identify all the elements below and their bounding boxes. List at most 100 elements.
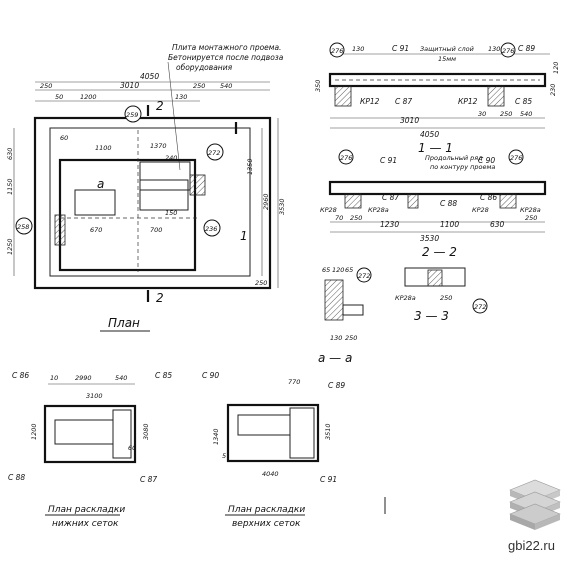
- ref-258: 258: [15, 217, 33, 235]
- svg-text:276: 276: [340, 154, 352, 162]
- svg-text:30: 30: [478, 110, 486, 118]
- dim-1350: 1350: [246, 158, 254, 175]
- svg-text:70: 70: [335, 214, 343, 222]
- plan-opening-top: [139, 161, 191, 191]
- svg-text:1100: 1100: [440, 220, 459, 229]
- section-2-2: 276 276 С 91 Продольный ряд по контуру п…: [320, 149, 547, 259]
- svg-text:КР28: КР28: [472, 206, 489, 214]
- dim-1370: 1370: [150, 142, 167, 150]
- note-line-3: оборудования: [176, 63, 233, 72]
- svg-text:60: 60: [128, 444, 136, 452]
- s22-rib: [407, 193, 419, 209]
- main-plan: 4050 250 3010 250 540 50 1200 130 1100 1…: [6, 72, 286, 332]
- svg-text:3510: 3510: [324, 423, 332, 440]
- plan-opening-mid: [139, 179, 189, 211]
- svg-text:по контуру проема: по контуру проема: [430, 163, 495, 171]
- s11-wall-right: [487, 85, 505, 107]
- plan-support-left: [54, 214, 66, 246]
- plan-support: [189, 174, 206, 196]
- site-logo[interactable]: gbi22.ru: [508, 479, 561, 553]
- svg-text:С 85: С 85: [155, 371, 172, 380]
- cut-a-label: а: [97, 177, 104, 191]
- upper-mesh-c90: [237, 414, 291, 436]
- svg-text:272: 272: [474, 303, 486, 311]
- svg-text:1340: 1340: [212, 428, 220, 445]
- s22-ref-left: 276: [338, 149, 354, 165]
- section-3-3: КР28а 250 272 3 — 3: [395, 267, 488, 323]
- dim-250-bottom: 250: [255, 279, 267, 287]
- dim-250-left: 250: [40, 82, 52, 90]
- svg-text:С 85: С 85: [515, 97, 532, 106]
- svg-text:250: 250: [525, 214, 537, 222]
- slabs-logo-icon: [509, 479, 561, 530]
- svg-text:3100: 3100: [86, 392, 103, 400]
- svg-text:250: 250: [345, 334, 357, 342]
- svg-text:272: 272: [358, 272, 370, 280]
- s22-ref-right: 276: [508, 149, 524, 165]
- plan-slab-outline: [33, 116, 272, 290]
- cut-1-label: 1: [240, 229, 248, 243]
- s33-title: 3 — 3: [414, 309, 449, 323]
- upper-mesh-c89: [289, 407, 315, 459]
- dim-1250: 1250: [6, 238, 14, 255]
- dim-540: 540: [220, 82, 232, 90]
- svg-text:10: 10: [50, 374, 58, 382]
- dim-2960: 2960: [262, 193, 270, 210]
- svg-text:250: 250: [440, 294, 452, 302]
- svg-text:15мм: 15мм: [438, 55, 456, 63]
- dim-3010: 3010: [120, 81, 139, 90]
- ref-236: 236: [203, 219, 221, 237]
- svg-text:КР12: КР12: [458, 97, 478, 106]
- svg-text:540: 540: [115, 374, 127, 382]
- svg-text:630: 630: [490, 220, 505, 229]
- svg-text:План раскладки: План раскладки: [48, 505, 125, 515]
- note-leader: [167, 61, 181, 171]
- svg-text:770: 770: [288, 378, 300, 386]
- dim-60: 60: [60, 134, 68, 142]
- site-url[interactable]: gbi22.ru: [508, 538, 555, 553]
- svg-text:230: 230: [549, 84, 557, 96]
- svg-text:3080: 3080: [142, 423, 150, 440]
- svg-text:С 86: С 86: [12, 371, 29, 380]
- svg-text:65: 65: [345, 266, 353, 274]
- s22-slab: [328, 180, 547, 196]
- note-line-2: Бетонируется после подвоза: [168, 53, 284, 62]
- svg-text:Защитный слой: Защитный слой: [420, 45, 474, 53]
- lower-mesh-c87: [54, 419, 114, 445]
- svg-text:272: 272: [208, 149, 220, 157]
- svg-text:250: 250: [500, 110, 512, 118]
- svg-text:259: 259: [126, 111, 138, 119]
- plan-title: План: [108, 316, 140, 330]
- upper-mesh-plan: С 90 770 С 89 3510 1340 5 4040 С 91 План…: [202, 371, 345, 529]
- section-a-a: 65 120 65 272 130 250 а — а: [318, 266, 372, 365]
- svg-text:С 90: С 90: [478, 156, 495, 165]
- lower-mesh-c85: [112, 409, 132, 459]
- svg-text:План раскладки: План раскладки: [228, 505, 305, 515]
- dim-150: 150: [165, 209, 177, 217]
- svg-text:350: 350: [314, 80, 322, 92]
- dim-50: 50: [55, 93, 63, 101]
- installation-opening-note: Плита монтажного проема. Бетонируется по…: [167, 43, 284, 171]
- svg-text:С 88: С 88: [8, 473, 25, 482]
- svg-text:КР28а: КР28а: [520, 206, 541, 214]
- svg-text:2990: 2990: [75, 374, 92, 382]
- dim-240: 240: [165, 154, 177, 162]
- svg-text:5: 5: [222, 452, 226, 460]
- lower-mesh-outline: [43, 404, 137, 464]
- svg-text:С 91: С 91: [392, 44, 409, 53]
- svg-text:130: 130: [488, 45, 500, 53]
- note-line-1: Плита монтажного проема.: [172, 43, 281, 52]
- svg-text:130: 130: [330, 334, 342, 342]
- dim-4050: 4050: [140, 72, 159, 81]
- svg-text:250: 250: [350, 214, 362, 222]
- s22-wall-left: [344, 193, 362, 209]
- cut-2-label-top: 2: [156, 99, 164, 113]
- s11-slab: [328, 72, 547, 88]
- svg-text:4040: 4040: [262, 470, 279, 478]
- svg-text:65: 65: [322, 266, 330, 274]
- svg-text:120: 120: [332, 266, 344, 274]
- s33-rib: [427, 269, 443, 287]
- s11-ref-left: 276: [329, 42, 345, 58]
- plan-niche: [74, 189, 116, 216]
- svg-text:С 87: С 87: [382, 193, 399, 202]
